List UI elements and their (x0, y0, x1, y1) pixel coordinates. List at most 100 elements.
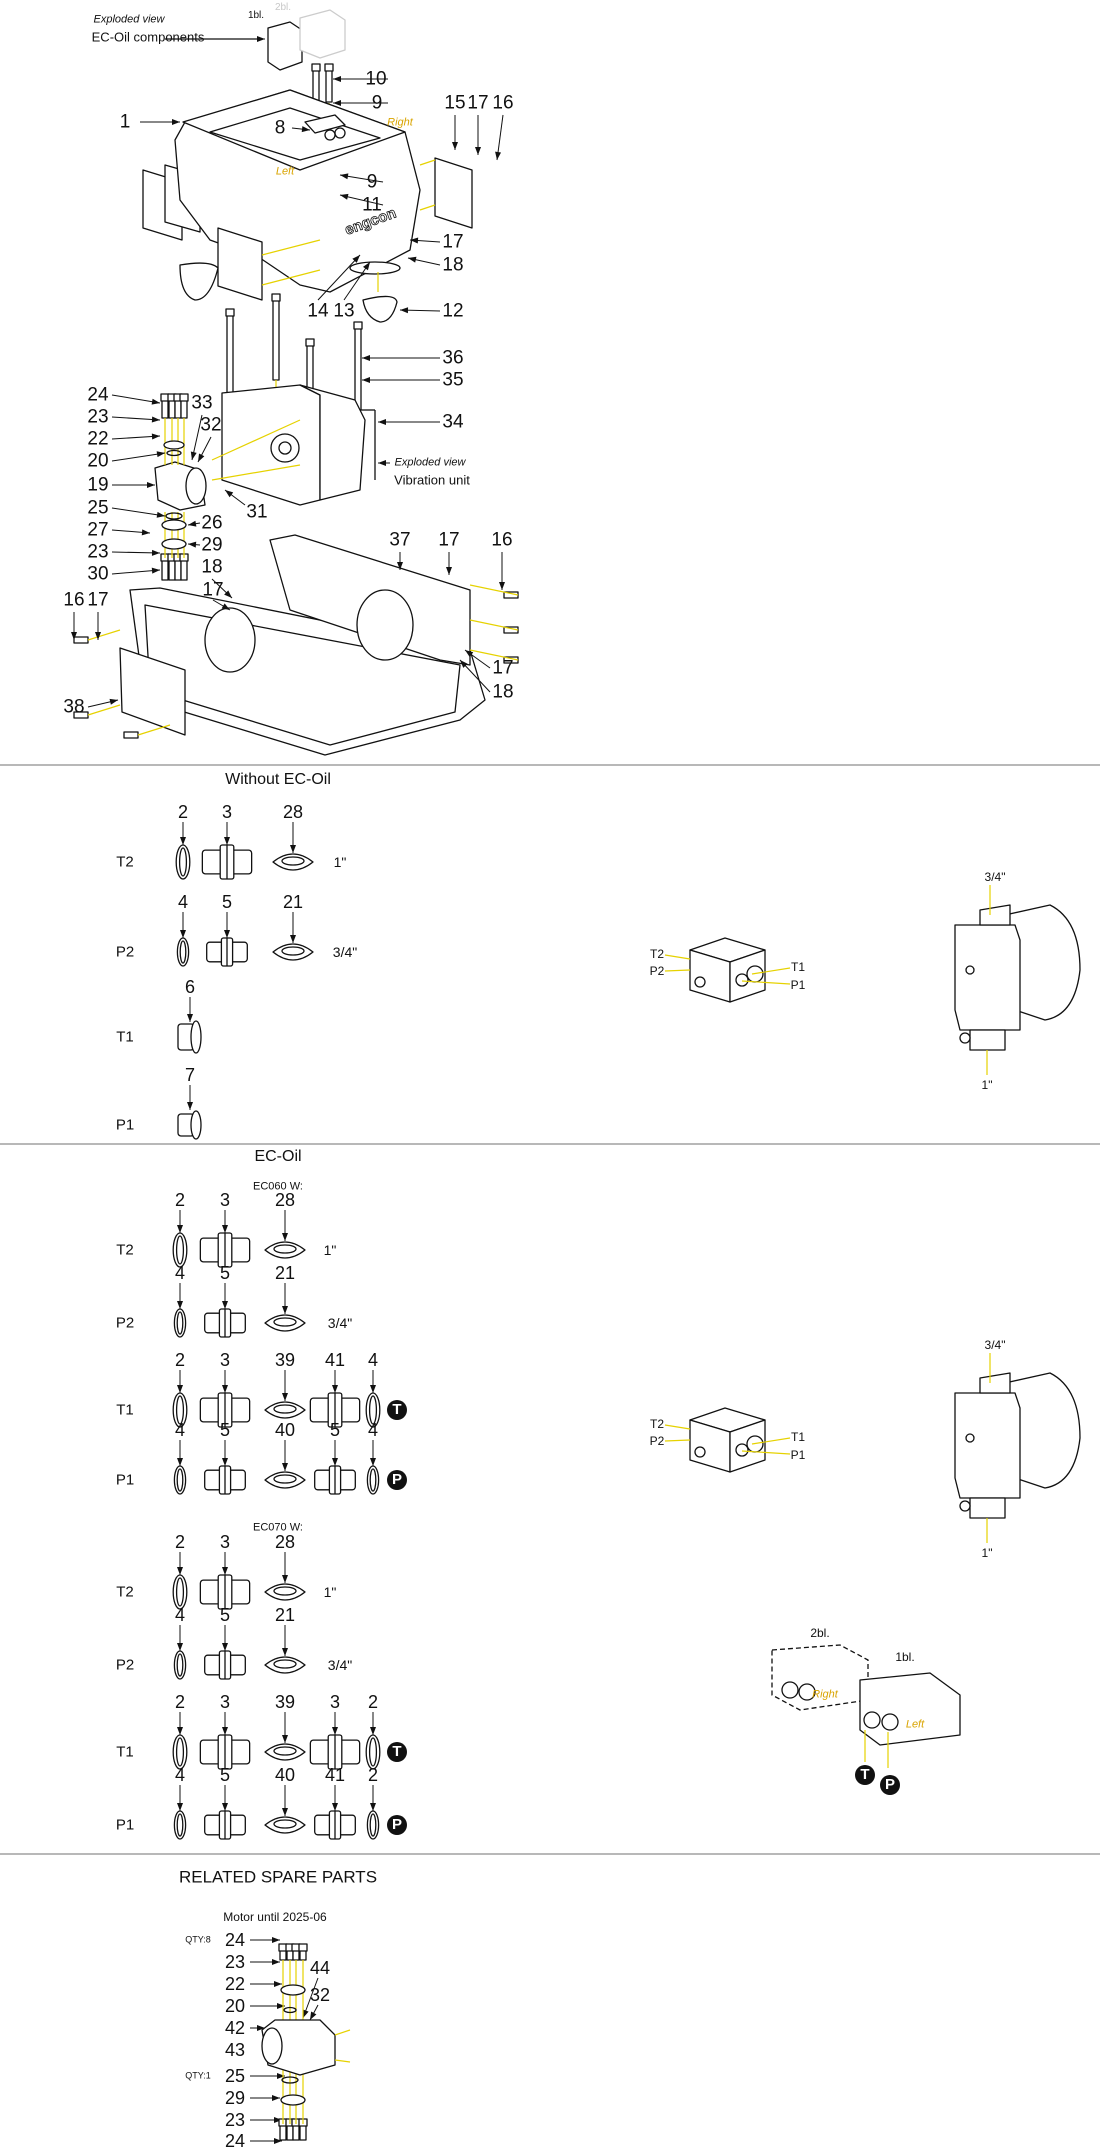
bolt-icon (168, 559, 176, 581)
arrowhead (180, 930, 186, 938)
o-ring-icon (366, 1465, 380, 1495)
arrowhead (362, 377, 370, 383)
bolt-icon (965, 1433, 975, 1443)
arrowhead (222, 1301, 228, 1309)
port-size-label: 3/4" (327, 1657, 353, 1673)
motor-port-size-top: 3/4" (984, 1338, 1006, 1352)
bonded-seal-icon (281, 946, 305, 956)
callout-number: 35 (442, 369, 464, 391)
port-size-label: 3/4" (327, 1315, 353, 1331)
arrowhead (222, 1458, 228, 1466)
bolt-icon (354, 327, 362, 411)
part-number: 4 (174, 1765, 186, 1785)
bolt-icon (161, 399, 169, 419)
section-title-ec-oil: EC-Oil (254, 1148, 302, 1165)
port-label-P1: P1 (790, 1448, 806, 1462)
arrowhead (370, 1727, 376, 1735)
arrowhead (177, 1643, 183, 1651)
part-number: 3 (219, 1692, 231, 1712)
part-number: 28 (274, 1532, 296, 1552)
arrowhead (277, 2073, 285, 2079)
leader-line (111, 569, 161, 575)
callout-number: 34 (442, 411, 464, 433)
arrowhead (151, 549, 160, 556)
screw-16-icon (123, 731, 139, 739)
port-hole-icon (324, 129, 336, 141)
bearing-icon (278, 441, 292, 455)
arrowhead (222, 1567, 228, 1575)
port-icon (735, 973, 749, 987)
arrowhead (177, 1385, 183, 1393)
part-number: 41 (324, 1765, 346, 1785)
leader-line (317, 254, 361, 301)
callout-number: 36 (442, 347, 464, 369)
port-label-T1: T1 (790, 960, 806, 974)
arrowhead (272, 1937, 280, 1943)
port-fitting-icon (863, 1711, 881, 1729)
arrowhead (224, 837, 230, 845)
arrowhead (95, 632, 101, 640)
arrowhead (352, 255, 360, 263)
bolt-icon (174, 399, 182, 419)
port-icon (694, 976, 706, 988)
arrowhead (274, 2117, 282, 2123)
bolt-icon (180, 559, 188, 581)
callout-number: 24 (87, 384, 109, 406)
bonded-seal-icon (273, 1746, 297, 1756)
port-size-label: 1" (333, 854, 347, 870)
arrowhead (177, 1567, 183, 1575)
bonded-seal-icon (264, 1816, 306, 1834)
callout-number: 9 (371, 92, 383, 114)
bolt-icon (312, 69, 320, 103)
arrowhead (151, 433, 160, 440)
arrowhead (177, 1458, 183, 1466)
callout-number: 32 (309, 1985, 331, 2005)
callout-number: 23 (224, 2110, 246, 2130)
ec-oil-block-1bl (859, 1672, 961, 1746)
arrowhead (446, 567, 452, 575)
motor-port-bottom (969, 1029, 1006, 1051)
port-icon (735, 1443, 749, 1457)
arrowhead (156, 511, 165, 518)
port-size-label: 1" (323, 1584, 337, 1600)
arrowhead (282, 1648, 288, 1656)
callout-number: 32 (200, 414, 222, 436)
motor-flange (1004, 904, 1081, 1021)
bolt-icon (292, 2124, 300, 2141)
block-1bl-label: 1bl. (895, 1650, 915, 1664)
guide-line (261, 269, 321, 286)
bonded-seal-icon (264, 1401, 306, 1419)
part-number: 39 (274, 1692, 296, 1712)
port-marker-P: P (387, 1815, 407, 1835)
o-ring-icon (175, 1577, 185, 1607)
bolt-head-icon (305, 338, 315, 347)
arrowhead (177, 1727, 183, 1735)
exploded-view-caption: Exploded view (93, 13, 165, 26)
bolt-icon (279, 2124, 287, 2141)
callout-number: 42 (224, 2018, 246, 2038)
bonded-seal-icon (273, 1474, 297, 1484)
o-ring-20-icon (283, 2006, 297, 2014)
guide-line (469, 619, 519, 631)
arrowhead (282, 1808, 288, 1816)
guide-line (741, 1450, 791, 1455)
plug-icon (959, 1500, 971, 1512)
row-label-P1: P1 (115, 1116, 135, 1134)
arrowhead (180, 837, 186, 845)
opening-icon (356, 589, 414, 661)
right-side-label: Right (387, 116, 413, 129)
part-number: 2 (367, 1692, 379, 1712)
opening-icon (204, 607, 256, 673)
callout-number: 16 (492, 92, 514, 114)
guide-line (664, 954, 691, 960)
flange-29-icon (161, 538, 187, 550)
arrowhead (221, 603, 230, 610)
arrowhead (363, 262, 370, 271)
bonded-seal-icon (264, 1583, 306, 1601)
bonded-seal-icon (273, 1659, 297, 1669)
guide-line (469, 584, 519, 596)
arrowhead (370, 1458, 376, 1466)
arrowhead (274, 1981, 282, 1987)
o-ring-icon (179, 940, 187, 964)
